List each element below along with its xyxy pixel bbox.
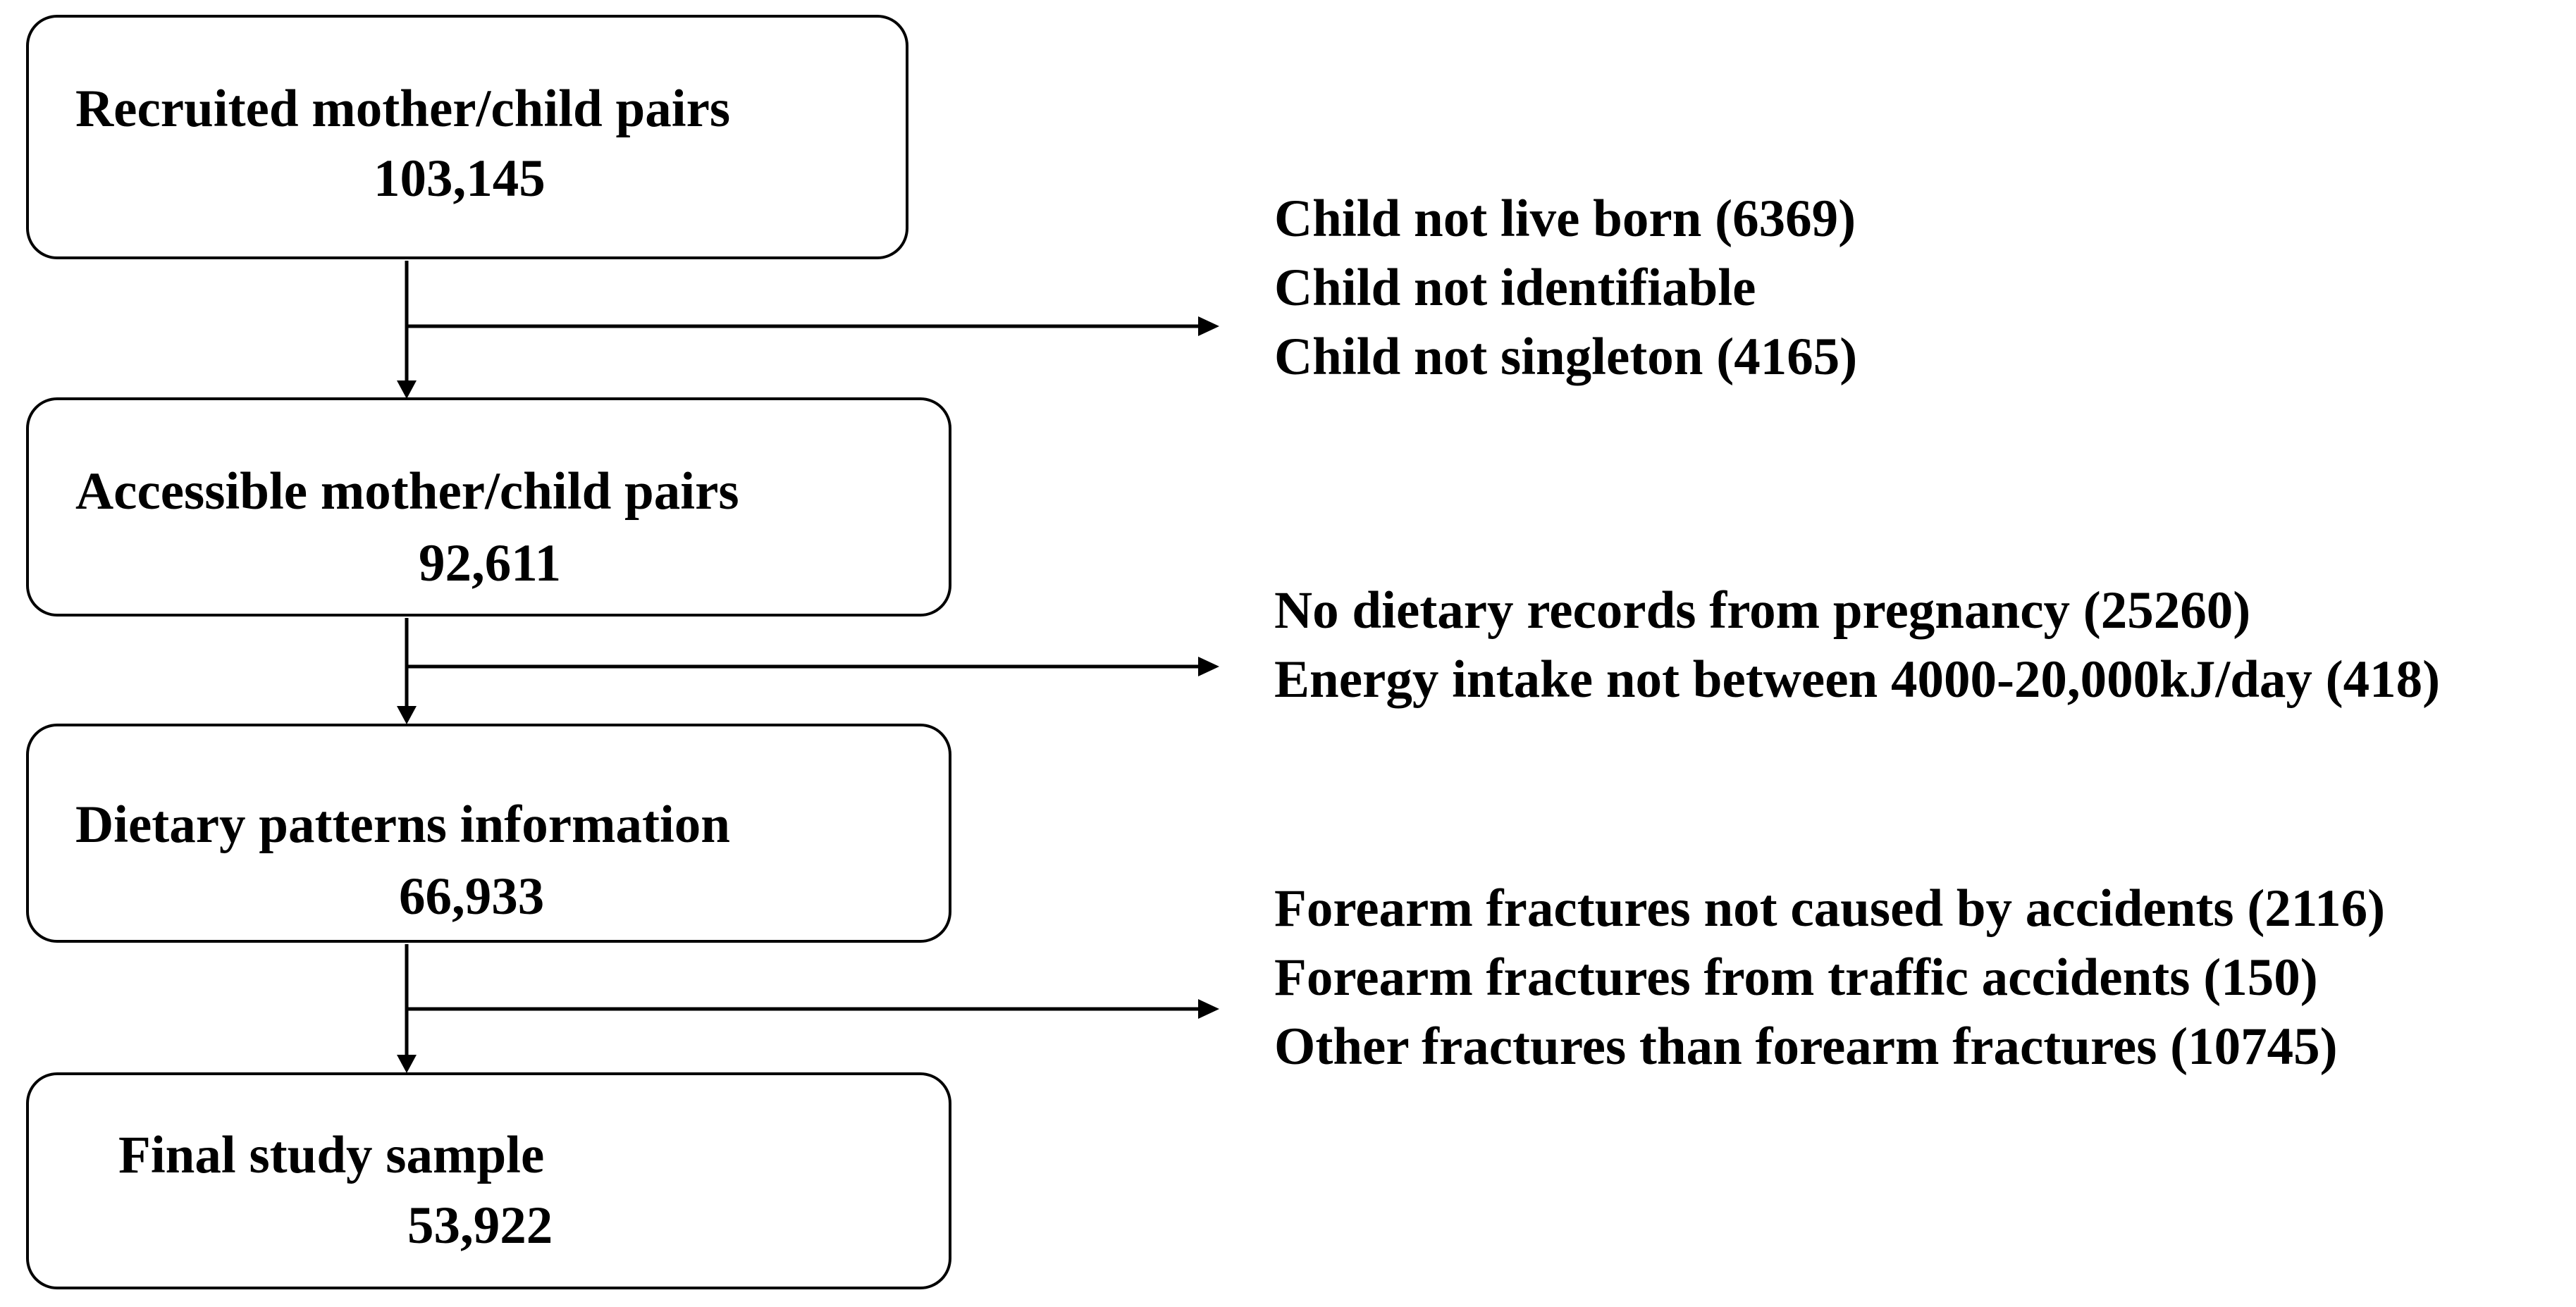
exclusion-group-2: No dietary records from pregnancy (25260… xyxy=(1274,576,2440,714)
flow-box-dietary: Dietary patterns information 66,933 xyxy=(26,724,951,943)
box-count: 103,145 xyxy=(374,149,546,208)
exclusion-line: Energy intake not between 4000-20,000kJ/… xyxy=(1274,650,2441,709)
exclusion-group-1: Child not live born (6369) Child not ide… xyxy=(1274,185,1857,392)
box-title: Dietary patterns information xyxy=(75,795,731,854)
exclusion-group-3: Forearm fractures not caused by accident… xyxy=(1274,874,2385,1082)
exclusion-line: Forearm fractures not caused by accident… xyxy=(1274,879,2386,938)
exclusion-line: Child not identifiable xyxy=(1274,259,1756,317)
box-title: Final study sample xyxy=(118,1126,545,1184)
box-count: 66,933 xyxy=(399,867,545,926)
exclusion-line: Forearm fractures from traffic accidents… xyxy=(1274,948,2318,1007)
box-title: Accessible mother/child pairs xyxy=(75,462,739,521)
exclusion-line: Other fractures than forearm fractures (… xyxy=(1274,1017,2338,1076)
flow-box-accessible: Accessible mother/child pairs 92,611 xyxy=(26,397,951,617)
exclusion-line: Child not live born (6369) xyxy=(1274,190,1856,248)
box-count: 53,922 xyxy=(407,1196,553,1255)
exclusion-line: Child not singleton (4165) xyxy=(1274,328,1858,386)
box-title: Recruited mother/child pairs xyxy=(75,80,731,138)
box-count: 92,611 xyxy=(419,534,562,593)
flow-box-final: Final study sample 53,922 xyxy=(26,1072,951,1289)
flow-box-recruited: Recruited mother/child pairs 103,145 xyxy=(26,15,908,259)
exclusion-line: No dietary records from pregnancy (25260… xyxy=(1274,581,2251,640)
